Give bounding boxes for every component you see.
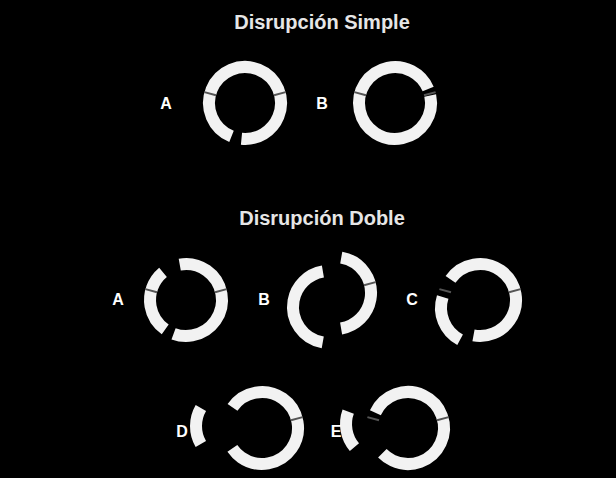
section-heading: Disrupción Doble: [239, 207, 405, 229]
section-heading: Disrupción Simple: [234, 11, 410, 33]
ring-double-b: [287, 251, 376, 348]
ring-double-a: [144, 258, 227, 341]
case-letter: A: [160, 95, 172, 113]
ring-double-e: [331, 373, 456, 476]
case-letter: B: [258, 291, 270, 309]
ring-simple-b: [352, 60, 437, 145]
ring-double-c: [428, 250, 530, 357]
case-letter: E: [331, 423, 342, 441]
case-letter: C: [406, 291, 418, 309]
case-letter: B: [316, 95, 328, 113]
case-letter: D: [176, 423, 188, 441]
case-letter: A: [112, 291, 124, 309]
ring-double-d: [183, 377, 312, 478]
ring-simple-a: [198, 56, 292, 150]
